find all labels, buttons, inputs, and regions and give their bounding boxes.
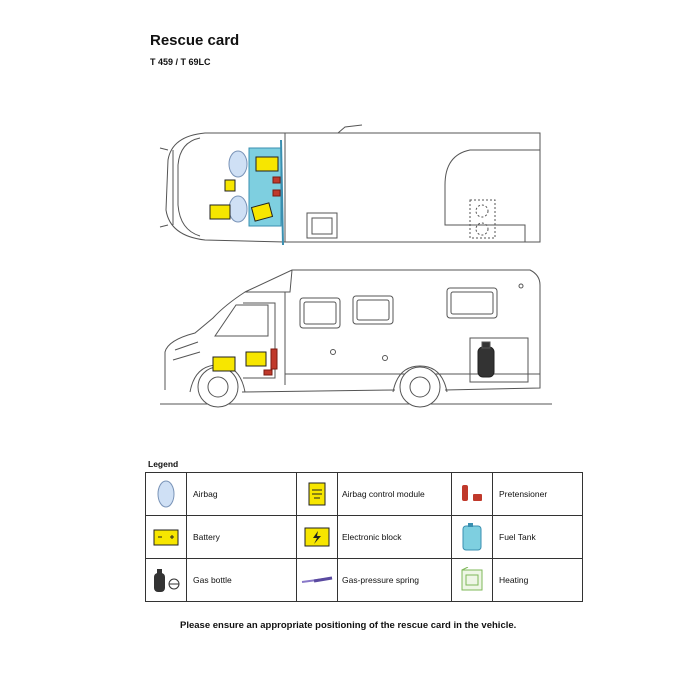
side-view: [160, 269, 552, 408]
pretensioner-icon: [462, 485, 482, 501]
legend-row: Battery Electronic block Fuel Tank: [145, 515, 583, 559]
top-view: [159, 124, 541, 246]
legend-label-gas-bottle: Gas bottle: [186, 558, 297, 602]
legend-label-pretensioner: Pretensioner: [492, 472, 583, 516]
legend-table: Airbag Airbag control module Pretensione…: [145, 472, 583, 602]
fuel-tank-icon: [462, 523, 482, 551]
legend-label-electronic-block: Electronic block: [337, 515, 452, 559]
airbag-control-module-icon: [308, 482, 326, 506]
airbag-icon: [157, 480, 175, 508]
page-title: Rescue card: [150, 32, 240, 49]
legend-icon-cell: [145, 472, 187, 516]
legend-icon-cell: [451, 558, 493, 602]
vehicle-drawings: [159, 124, 552, 408]
model-subtitle: T 459 / T 69LC: [150, 57, 211, 67]
heating-icon: [461, 567, 483, 591]
gas-pressure-spring-icon: [301, 576, 333, 583]
legend-label-gas-pressure-spring: Gas-pressure spring: [337, 558, 452, 602]
legend-icon-cell: [296, 558, 338, 602]
footer-note: Please ensure an appropriate positioning…: [180, 620, 517, 631]
legend-label-battery: Battery: [186, 515, 297, 559]
legend-icon-cell: [145, 515, 187, 559]
legend-icon-cell: [145, 558, 187, 602]
legend-row: Airbag Airbag control module Pretensione…: [145, 472, 583, 516]
legend-title: Legend: [148, 459, 179, 469]
legend-icon-cell: [296, 472, 338, 516]
legend-label-airbag: Airbag: [186, 472, 297, 516]
electronic-block-icon: [304, 527, 330, 547]
battery-icon: [153, 529, 179, 546]
legend-label-heating: Heating: [492, 558, 583, 602]
legend-label-fuel-tank: Fuel Tank: [492, 515, 583, 559]
legend-label-airbag-control-module: Airbag control module: [337, 472, 452, 516]
legend-icon-cell: [451, 472, 493, 516]
legend-icon-cell: [451, 515, 493, 559]
gas-bottle-icon: [154, 569, 180, 592]
legend-icon-cell: [296, 515, 338, 559]
legend-row: Gas bottle Gas-pressure spring Heating: [145, 558, 583, 602]
